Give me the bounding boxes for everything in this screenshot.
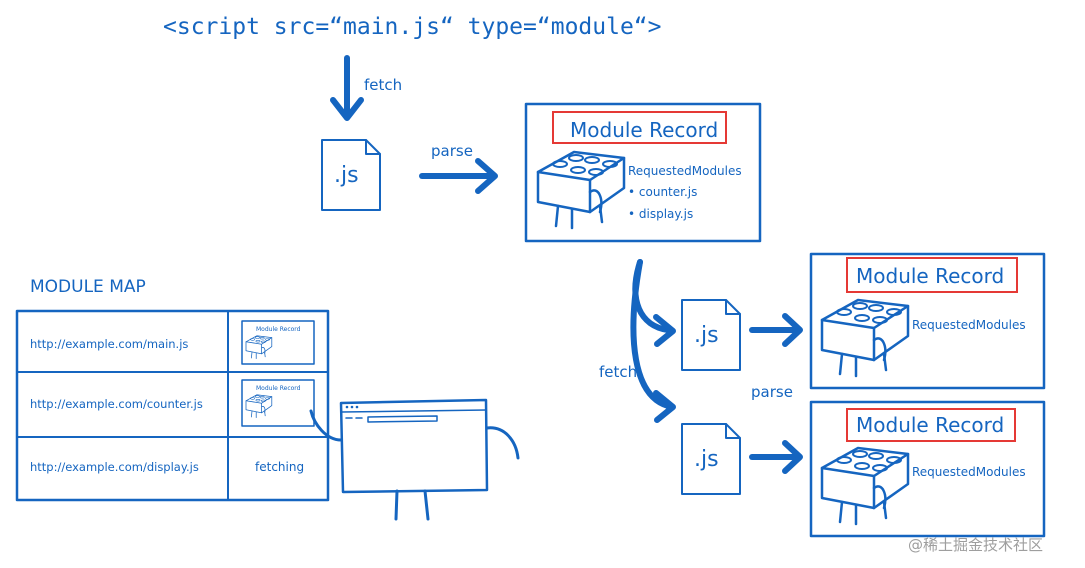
- parse-label-top: parse: [431, 142, 473, 160]
- parse-label-right: parse: [751, 383, 793, 401]
- watermark-text: @稀土掘金技术社区: [908, 536, 1043, 554]
- module-map-url: http://example.com/main.js: [30, 337, 188, 351]
- mini-module-record: [241, 320, 315, 365]
- module-record-counter: Module Record RequestedModules: [809, 252, 1046, 390]
- mini-module-record-title: Module Record: [256, 385, 301, 392]
- lego-block-icon: [820, 298, 910, 378]
- requested-modules-title: RequestedModules: [912, 318, 1026, 332]
- table-row: http://example.com/counter.js Module Rec…: [30, 379, 315, 427]
- module-record-display: Module Record RequestedModules: [809, 400, 1046, 538]
- browser-character: [309, 398, 520, 521]
- module-map-status: fetching: [255, 460, 304, 474]
- module-map-url: http://example.com/display.js: [30, 460, 199, 474]
- js-file-icon-display: .js: [681, 423, 741, 495]
- fetch-arrow-split: [630, 259, 676, 423]
- parse-arrow-display: [749, 440, 803, 474]
- module-record-main: Module Record RequestedModules • counter…: [524, 102, 762, 243]
- module-record-title-highlight: [552, 111, 727, 144]
- module-record-title-highlight: [846, 257, 1018, 293]
- parse-arrow-counter: [749, 313, 803, 347]
- fetch-label-top: fetch: [364, 76, 402, 94]
- module-record-title-highlight: [846, 408, 1016, 442]
- lego-block-icon: [245, 394, 273, 418]
- requested-modules-title: RequestedModules: [628, 164, 742, 178]
- js-file-icon-main: .js: [321, 139, 381, 211]
- table-row: http://example.com/display.js fetching: [30, 460, 304, 474]
- requested-module-item: • display.js: [628, 207, 693, 221]
- fetch-label-right: fetch: [599, 363, 637, 381]
- js-file-icon-counter: .js: [681, 299, 741, 371]
- requested-module-item: • counter.js: [628, 185, 697, 199]
- table-row: http://example.com/main.js Module Record: [30, 320, 315, 365]
- module-record-title: Module Record: [856, 413, 1004, 437]
- js-file-label: .js: [334, 163, 359, 188]
- mini-module-record: [241, 379, 315, 427]
- lego-block-icon: [536, 150, 626, 230]
- fetch-arrow-down: [330, 55, 364, 121]
- lego-block-icon: [245, 335, 273, 359]
- js-file-label: .js: [694, 323, 719, 348]
- module-record-title: Module Record: [570, 118, 718, 142]
- parse-arrow-right: [419, 158, 498, 194]
- module-map-url: http://example.com/counter.js: [30, 397, 203, 411]
- module-map-title: MODULE MAP: [30, 277, 146, 297]
- requested-modules-title: RequestedModules: [912, 465, 1026, 479]
- script-tag-text: <script src=“main.js“ type=“module“>: [163, 14, 662, 40]
- module-map-table: http://example.com/main.js Module Record…: [15, 309, 330, 502]
- lego-block-icon: [820, 446, 910, 526]
- module-record-title: Module Record: [856, 264, 1004, 288]
- js-file-label: .js: [694, 447, 719, 472]
- mini-module-record-title: Module Record: [256, 326, 301, 333]
